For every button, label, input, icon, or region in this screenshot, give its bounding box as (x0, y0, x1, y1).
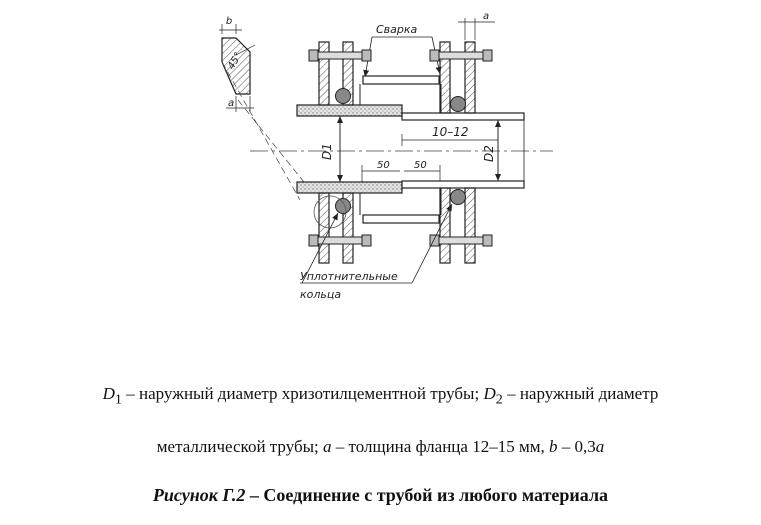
connecting-sleeve (359, 75, 442, 224)
d1-symbol: D (102, 384, 115, 403)
a-symbol: a (323, 437, 332, 456)
dim-gap-label: 10–12 (432, 125, 469, 139)
metal-pipe-wall-bottom (401, 180, 525, 189)
seal-rings-label-line2: кольца (300, 288, 341, 301)
b-a-symbol: a (595, 437, 605, 456)
d2-description: – наружный диаметр (502, 384, 659, 403)
dim-50-right-label: 50 (414, 160, 427, 171)
weld-label: Сварка (376, 23, 418, 36)
pipe-joint-drawing: b 45° a Сварка (219, 11, 553, 301)
b-description: – 0,3 (557, 437, 596, 456)
cement-pipe-wall-top (296, 104, 403, 117)
flanges (318, 41, 476, 264)
cement-pipe-wall-bottom (296, 181, 403, 194)
d1-description: – наружный диаметр хризотилцементной тру… (122, 384, 484, 403)
a-description: – толщина фланца 12–15 мм, (331, 437, 549, 456)
dim-a-label-right: a (483, 11, 489, 22)
caption-line-2: металлической трубы; a – толщина фланца … (0, 437, 761, 457)
figure-number: Рисунок Г.2 (152, 485, 246, 505)
dim-d1-label: D1 (320, 143, 334, 160)
b-symbol: b (548, 437, 558, 456)
caption-line-1: D1 – наружный диаметр хризотилцементной … (0, 384, 761, 408)
seal-rings-label-line1: Уплотнительные (300, 270, 398, 283)
bolts (308, 49, 493, 247)
metal-pipe-wall-top (401, 112, 525, 121)
seal-ring-section-detail: b 45° a (219, 16, 313, 201)
line2-prefix: металлической трубы; (156, 437, 324, 456)
dim-50-left-label: 50 (377, 160, 390, 171)
figure-title-text: – Соединение с трубой из любого материал… (245, 485, 609, 505)
dim-d2-label: D2 (482, 145, 496, 162)
d1-subscript: 1 (114, 391, 122, 408)
figure-caption: Рисунок Г.2 – Соединение с трубой из люб… (0, 485, 761, 506)
sealing-rings (313, 88, 466, 229)
d2-subscript: 2 (495, 391, 503, 408)
d2-symbol: D (483, 384, 496, 403)
dim-b-label: b (226, 16, 232, 27)
dim-a-label-left: a (228, 98, 234, 109)
